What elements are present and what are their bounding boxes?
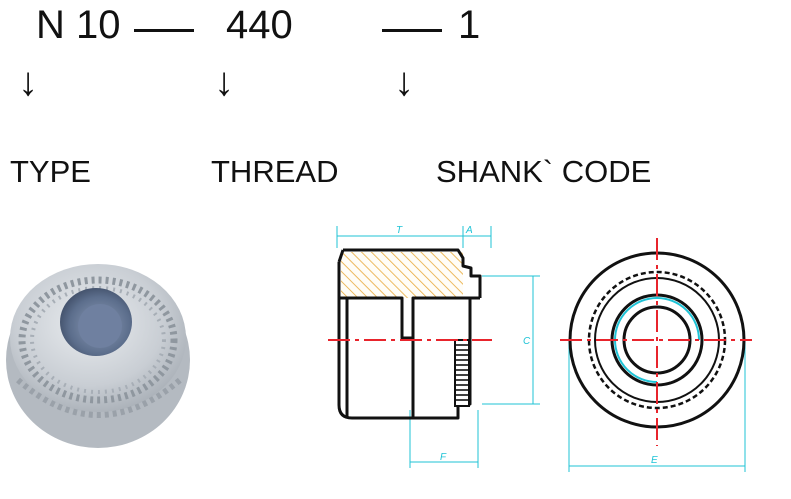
side-section-view (328, 226, 540, 468)
dim-t-label: T (396, 225, 403, 236)
type-arrow-icon: ↓ (18, 60, 38, 104)
separator-1 (134, 29, 194, 32)
shank-arrow-icon: ↓ (394, 60, 414, 104)
thread-code: 440 (226, 3, 293, 47)
dim-f-label: F (440, 452, 447, 463)
type-label: TYPE (10, 154, 91, 189)
thread-label: THREAD (211, 154, 339, 189)
nut-photo (6, 264, 190, 448)
dim-a-label: A (465, 225, 473, 236)
type-code: N 10 (36, 3, 121, 47)
shank-code: 1 (458, 3, 481, 47)
end-view (560, 238, 752, 472)
shank-code-label: SHANK` CODE (436, 154, 652, 189)
dim-e-label: E (651, 455, 658, 466)
separator-2 (382, 29, 442, 32)
thread-arrow-icon: ↓ (214, 60, 234, 104)
dim-c-label: C (523, 336, 531, 347)
